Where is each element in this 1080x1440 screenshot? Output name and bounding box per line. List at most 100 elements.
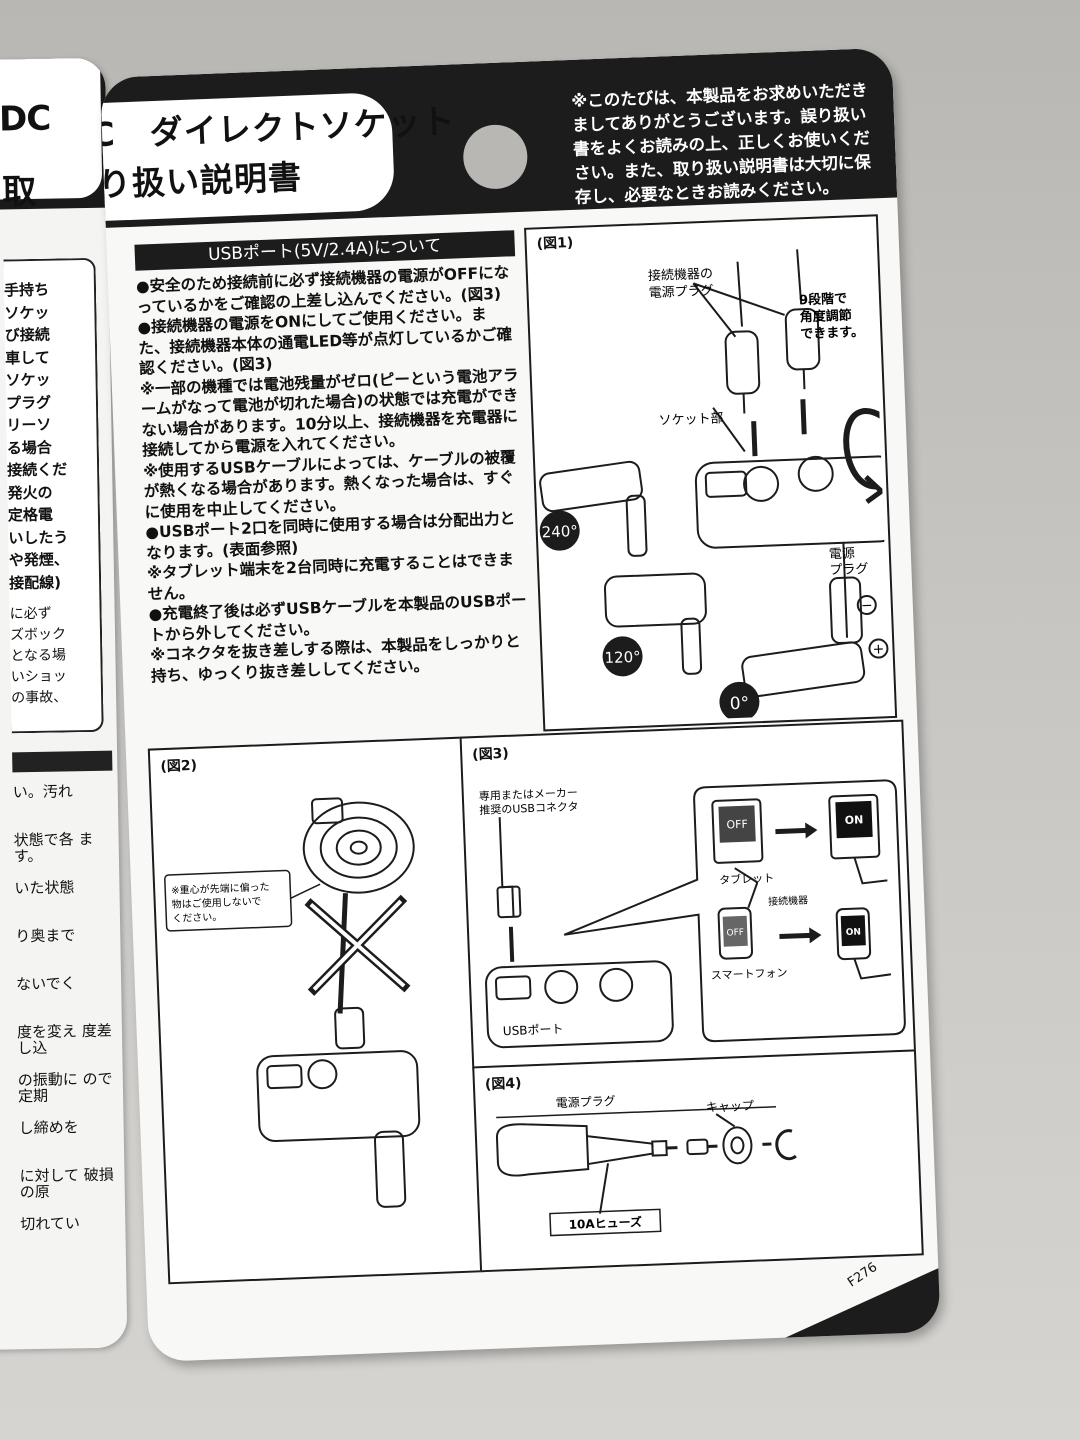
phone-off-label: OFF — [726, 928, 744, 939]
device-label: 接続機器 — [768, 893, 808, 908]
fig4-power-plug-label: 電源プラグ — [555, 1094, 616, 1110]
socket-240-icon — [539, 460, 643, 513]
figure-3-illustration: OFF ON OFF ON 専用またはメーカー 推奨のUSBコネクタ USBポー… — [479, 779, 906, 1049]
left-body-text: い。汚れ 状態で各 ます。 いた状態 り奥まで ないでく 度を変え 度差し込 の… — [12, 782, 116, 1265]
text-line: いしたう — [8, 527, 69, 547]
plug-label-1: 接続機器の — [648, 266, 714, 284]
text-line: 車して — [5, 348, 50, 367]
fuse-label-box — [549, 1208, 662, 1237]
cap-icon — [722, 1126, 753, 1165]
text-line: 状態で各 ます。 — [13, 829, 94, 866]
usb-connector-icon — [496, 885, 522, 919]
socket-0-icon — [741, 641, 866, 698]
socket-body-icon — [485, 960, 674, 1049]
figure-4-illustration: 電源プラグ キャップ 10Aヒューズ — [495, 1094, 797, 1237]
left-section-bar — [12, 750, 113, 773]
angle-240-badge — [539, 510, 580, 551]
text-line: ソケッ — [4, 303, 50, 322]
text-line: となる場 — [10, 647, 67, 665]
tablet-label: タブレット — [719, 871, 774, 887]
phone-on-screen — [840, 915, 866, 947]
text-line: や発煙、 — [8, 550, 69, 570]
instruction-card: DC ダイレクトソケット 取り扱い説明書 ※このたびは、本製品をお求めいただきま… — [100, 47, 941, 1363]
text-line: ないでく — [15, 974, 76, 994]
left-box2-text: に必ず ズボック となる場 いショッ の事故、 — [10, 603, 97, 709]
text-line: い。汚れ — [12, 782, 73, 802]
figure-2-illustration: ※重心が先端に偏った 物はご使用しないで ください。 — [164, 797, 421, 1208]
text-line: る場合 — [6, 438, 52, 457]
text-line: 発火の — [7, 483, 53, 502]
text-line: いた状態 — [14, 878, 75, 898]
phone-on-label: ON — [846, 927, 862, 938]
connector-label-2: 推奨のUSBコネクタ — [479, 799, 579, 817]
angle-120-badge — [602, 636, 643, 677]
plug-cable — [796, 249, 803, 305]
text-line: 度を変え 度差し込 — [16, 1021, 112, 1058]
text-line: ソケッ — [5, 370, 51, 390]
left-title-line1: DC — [0, 98, 51, 140]
usb-cable — [498, 817, 515, 917]
usb-port-label: USBポート — [503, 1022, 564, 1038]
usb-paragraph: ※一部の機種では電池残量がゼロ(ピーという電池アラームがなって電池が切れた場合)… — [139, 365, 519, 460]
device-plug-icon — [724, 330, 761, 395]
manual-title: 取り扱い説明書 — [100, 157, 303, 206]
tablet-off-screen — [718, 805, 756, 843]
left-warning-text: 手持ち ソケッ び接続 車して ソケッ プラグ リーソ る場合 接続くだ 発火の… — [4, 278, 94, 594]
charging-callout — [563, 779, 906, 1043]
text-line: び接続 — [4, 325, 50, 345]
fig2-warning-3: ください。 — [172, 911, 222, 925]
minus-sign: − — [861, 598, 873, 614]
cap-label: キャップ — [706, 1099, 755, 1115]
power-plug-label-2: プラグ — [829, 562, 869, 578]
text-line: 切れてい — [20, 1214, 81, 1234]
plug-label-2: 電源プラグ — [648, 284, 714, 301]
c-ring-icon — [775, 1129, 797, 1161]
angle-240: 240° — [541, 522, 578, 541]
angle-note-3: できます。 — [800, 325, 864, 342]
text-line: 接配線) — [8, 572, 62, 592]
tablet-off-label: OFF — [726, 818, 748, 832]
plug-cable — [736, 261, 744, 327]
fuse-icon — [686, 1138, 709, 1156]
header-note: ※このたびは、本製品をお求めいただきましてありがとうございます。誤り扱い書をよく… — [570, 80, 872, 207]
text-line: リーソ — [6, 415, 52, 435]
power-plug-label-1: 電源 — [829, 546, 856, 562]
plus-terminal-icon — [868, 638, 889, 659]
angle-note-1: 9段階で — [799, 290, 848, 308]
angle-0: 0° — [729, 694, 749, 715]
plus-sign: + — [872, 641, 884, 657]
arrow-right-icon — [775, 827, 811, 835]
text-line: の事故、 — [11, 689, 68, 707]
phone-off-screen — [722, 915, 748, 947]
text-line: に対して 破損の原 — [19, 1165, 114, 1202]
corner-triangle — [749, 1255, 941, 1355]
text-line: いショッ — [10, 668, 67, 686]
text-line: 接続くだ — [7, 460, 68, 480]
fuse-label: 10Aヒューズ — [568, 1214, 642, 1232]
socket-label: ソケット部 — [658, 411, 724, 428]
power-plug-icon — [495, 1123, 590, 1177]
text-line: に必ず — [9, 605, 52, 623]
minus-terminal-icon — [856, 594, 877, 615]
left-title-line2: 取 — [1, 171, 37, 213]
angle-note-2: 角度調節 — [799, 307, 852, 325]
smartphone-off-icon — [717, 906, 754, 960]
text-line: の振動に ので定期 — [17, 1069, 113, 1106]
socket-body-icon — [256, 1050, 421, 1143]
tablet-on-screen — [835, 800, 873, 839]
text-line: ズボック — [9, 626, 67, 644]
socket-120-icon — [603, 572, 707, 628]
socket-body-icon — [694, 455, 891, 549]
heavy-device-icon — [302, 801, 415, 894]
smartphone-label: スマートフォン — [711, 966, 788, 982]
text-line: 手持ち — [3, 280, 50, 300]
angle-0-badge — [719, 681, 760, 722]
usb-section-body: ●安全のため接続前に必ず接続機器の電源がOFFになっているかをご確認の上差し込ん… — [136, 262, 531, 686]
figure-1-illustration: 接続機器の 電源プラグ ソケット部 9段階で 角度調節 できます。 電源 プラグ… — [539, 249, 891, 722]
connector-label-1: 専用またはメーカー — [479, 786, 578, 803]
angle-120: 120° — [604, 648, 641, 667]
text-line: 定格電 — [7, 505, 54, 525]
tablet-off-icon — [711, 798, 764, 864]
arrow-right-icon — [779, 932, 815, 940]
text-line: し締めを — [18, 1118, 79, 1138]
